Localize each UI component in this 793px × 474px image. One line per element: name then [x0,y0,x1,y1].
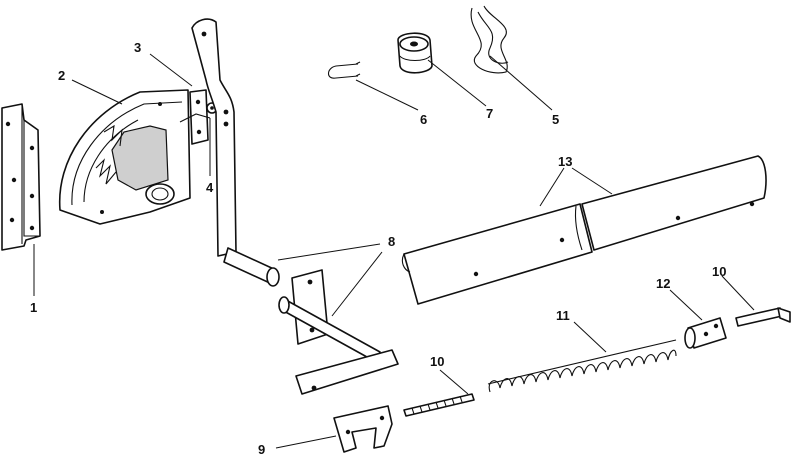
callout-9: 9 [258,442,265,457]
callout-6: 6 [420,112,427,127]
part-12-coupling [684,317,727,349]
callout-11: 11 [556,308,570,323]
hand-lever [191,18,280,287]
part-2-quadrant-plate [58,89,191,225]
part-10-threaded-rod-lower [403,393,475,417]
callout-10-upper: 10 [712,264,726,279]
part-3-latch-plate [179,89,211,145]
callout-8: 8 [388,234,395,249]
part-5-cable [470,5,509,74]
part-13-cover-panels [401,155,767,305]
leader-lines [33,53,755,449]
part-7-pulley [397,32,433,74]
part-9-u-bracket [333,405,393,453]
part-10-l-pin-upper [735,307,791,327]
callout-12: 12 [656,276,670,291]
callout-4: 4 [206,180,214,195]
callout-2: 2 [58,68,65,83]
part-11-coil-spring [487,339,677,393]
part-1-mounting-bracket [1,103,41,251]
callout-13: 13 [558,154,572,169]
callout-labels: 1 2 3 4 5 6 7 8 9 10 10 11 12 13 [30,40,726,457]
callout-3: 3 [134,40,141,55]
callout-10-lower: 10 [430,354,444,369]
part-8-pivot-bracket [278,269,399,395]
part-6-u-bolt [327,61,361,79]
callout-7: 7 [486,106,493,121]
callout-1: 1 [30,300,37,315]
callout-5: 5 [552,112,559,127]
